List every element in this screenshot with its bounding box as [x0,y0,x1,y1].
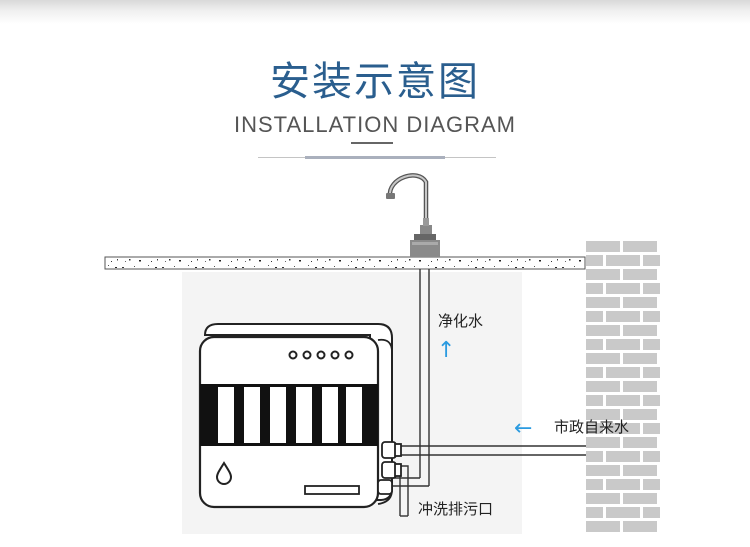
top-shadow-band [0,0,750,24]
brick [643,423,660,434]
brick [606,451,640,462]
brick [606,255,640,266]
label-flush-drain: 冲洗排污口 [418,500,494,518]
brick [586,521,620,532]
brick [623,521,657,532]
brick [643,479,660,490]
brick [586,241,620,252]
bottom-slot [304,485,360,495]
brick [606,367,640,378]
brick [606,395,640,406]
brick [643,283,660,294]
brick [643,255,660,266]
page-title: 安装示意图 [270,59,480,105]
brick [586,311,603,322]
brick [586,353,620,364]
brick [586,255,603,266]
brick [586,409,620,420]
countertop-texture [106,258,584,268]
brick [586,269,620,280]
brick [643,339,660,350]
brick [643,395,660,406]
brick [586,367,603,378]
up-arrow-icon: ↑ [437,338,456,363]
brick [586,437,620,448]
brick [623,325,657,336]
brick [623,353,657,364]
brick [586,465,620,476]
label-tap-water: 市政自来水 [554,418,630,436]
water-purifier [198,323,402,509]
brick [606,479,640,490]
brick [606,283,640,294]
brick [586,451,603,462]
water-drop-icon [215,461,233,485]
brick [606,507,640,518]
brick [586,283,603,294]
brick [643,311,660,322]
brick [623,297,657,308]
brick [623,381,657,392]
brick [586,339,603,350]
brick [623,241,657,252]
label-purified-water: 净化水 [438,312,484,330]
brick [623,465,657,476]
tap-water-pipe [398,445,586,456]
brick [643,451,660,462]
faucet [386,173,440,257]
title-dash-divider [351,142,393,144]
brick [623,409,657,420]
brick [643,367,660,378]
title-underline-accent [305,156,445,159]
brick [623,437,657,448]
brick [606,339,640,350]
indicator-lights [288,350,354,360]
brick [623,493,657,504]
brick [586,395,603,406]
page-subtitle: INSTALLATION DIAGRAM [233,112,516,137]
brick [606,311,640,322]
brick [586,479,603,490]
left-arrow-icon: ← [514,416,533,441]
purified-water-pipe [392,269,430,487]
brick [586,325,620,336]
brick [606,423,640,434]
brick [586,493,620,504]
brick [586,507,603,518]
brick-wall [586,240,660,532]
brick [623,269,657,280]
brick [586,297,620,308]
brick [586,381,620,392]
brick [643,507,660,518]
brick [586,423,603,434]
filter-cartridges [218,387,362,443]
pipe-fittings [377,441,402,495]
